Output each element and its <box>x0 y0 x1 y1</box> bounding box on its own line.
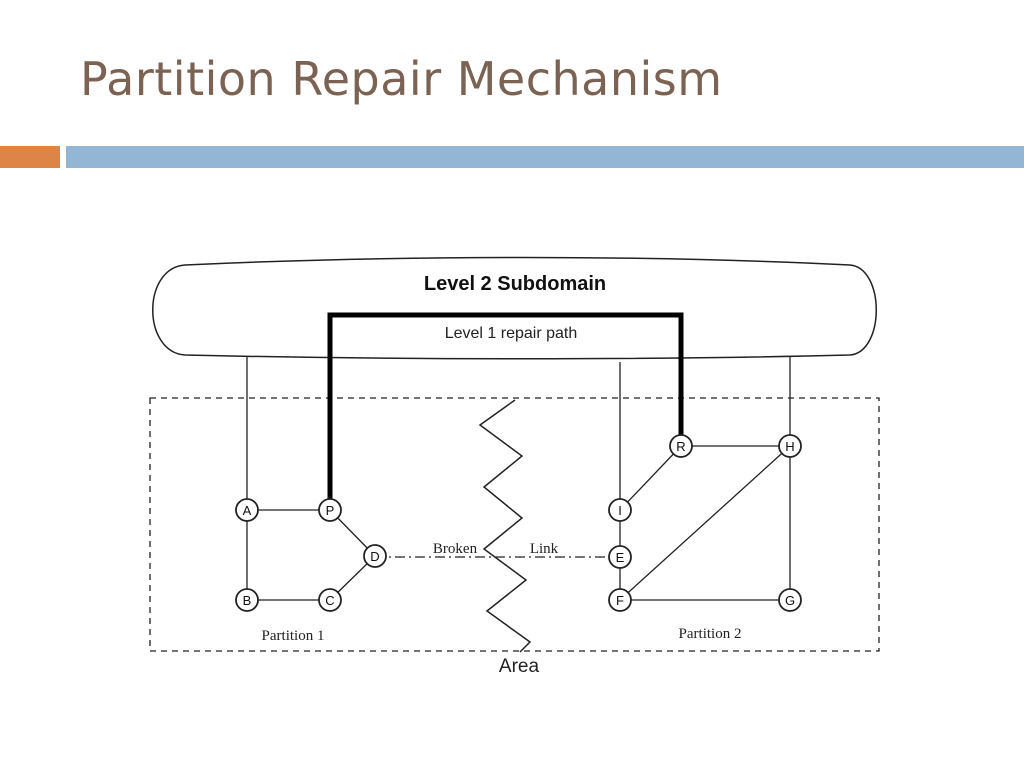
broken-link-label-link: Link <box>530 541 559 557</box>
node-d: D <box>363 544 387 568</box>
node-r: R <box>669 434 693 458</box>
node-f-label: F <box>616 593 624 608</box>
node-p: P <box>318 498 342 522</box>
node-p-label: P <box>326 503 335 518</box>
area-boundary <box>149 397 880 652</box>
level1-repair-path <box>327 312 684 500</box>
node-b: B <box>235 588 259 612</box>
title-accent-bar-orange <box>0 146 60 168</box>
node-a-label: A <box>243 503 252 518</box>
slide-title: Partition Repair Mechanism <box>80 52 723 106</box>
node-h-label: H <box>785 439 794 454</box>
area-zigzag-boundary <box>478 399 532 653</box>
node-f: F <box>608 588 632 612</box>
node-g: G <box>778 588 802 612</box>
node-a: A <box>235 498 259 522</box>
edge-h-f <box>619 445 791 601</box>
area-label: Area <box>499 656 540 677</box>
node-b-label: B <box>243 593 252 608</box>
node-h: H <box>778 434 802 458</box>
partition2-label: Partition 2 <box>679 626 742 642</box>
level2-subdomain-label: Level 2 Subdomain <box>424 273 606 295</box>
node-c: C <box>318 588 342 612</box>
node-g-label: G <box>785 593 795 608</box>
broken-link-label-broken: Broken <box>433 541 478 557</box>
level2-subdomain-region <box>152 256 877 360</box>
node-c-label: C <box>325 593 334 608</box>
node-i: I <box>608 498 632 522</box>
node-e: E <box>608 545 632 569</box>
node-r-label: R <box>676 439 685 454</box>
node-i-label: I <box>618 503 622 518</box>
edge-i-r <box>619 445 682 511</box>
partition1-label: Partition 1 <box>262 628 325 644</box>
title-accent-bar-blue <box>66 146 1024 168</box>
node-e-label: E <box>616 550 625 565</box>
repair-path-label: Level 1 repair path <box>445 325 578 342</box>
node-d-label: D <box>370 549 379 564</box>
